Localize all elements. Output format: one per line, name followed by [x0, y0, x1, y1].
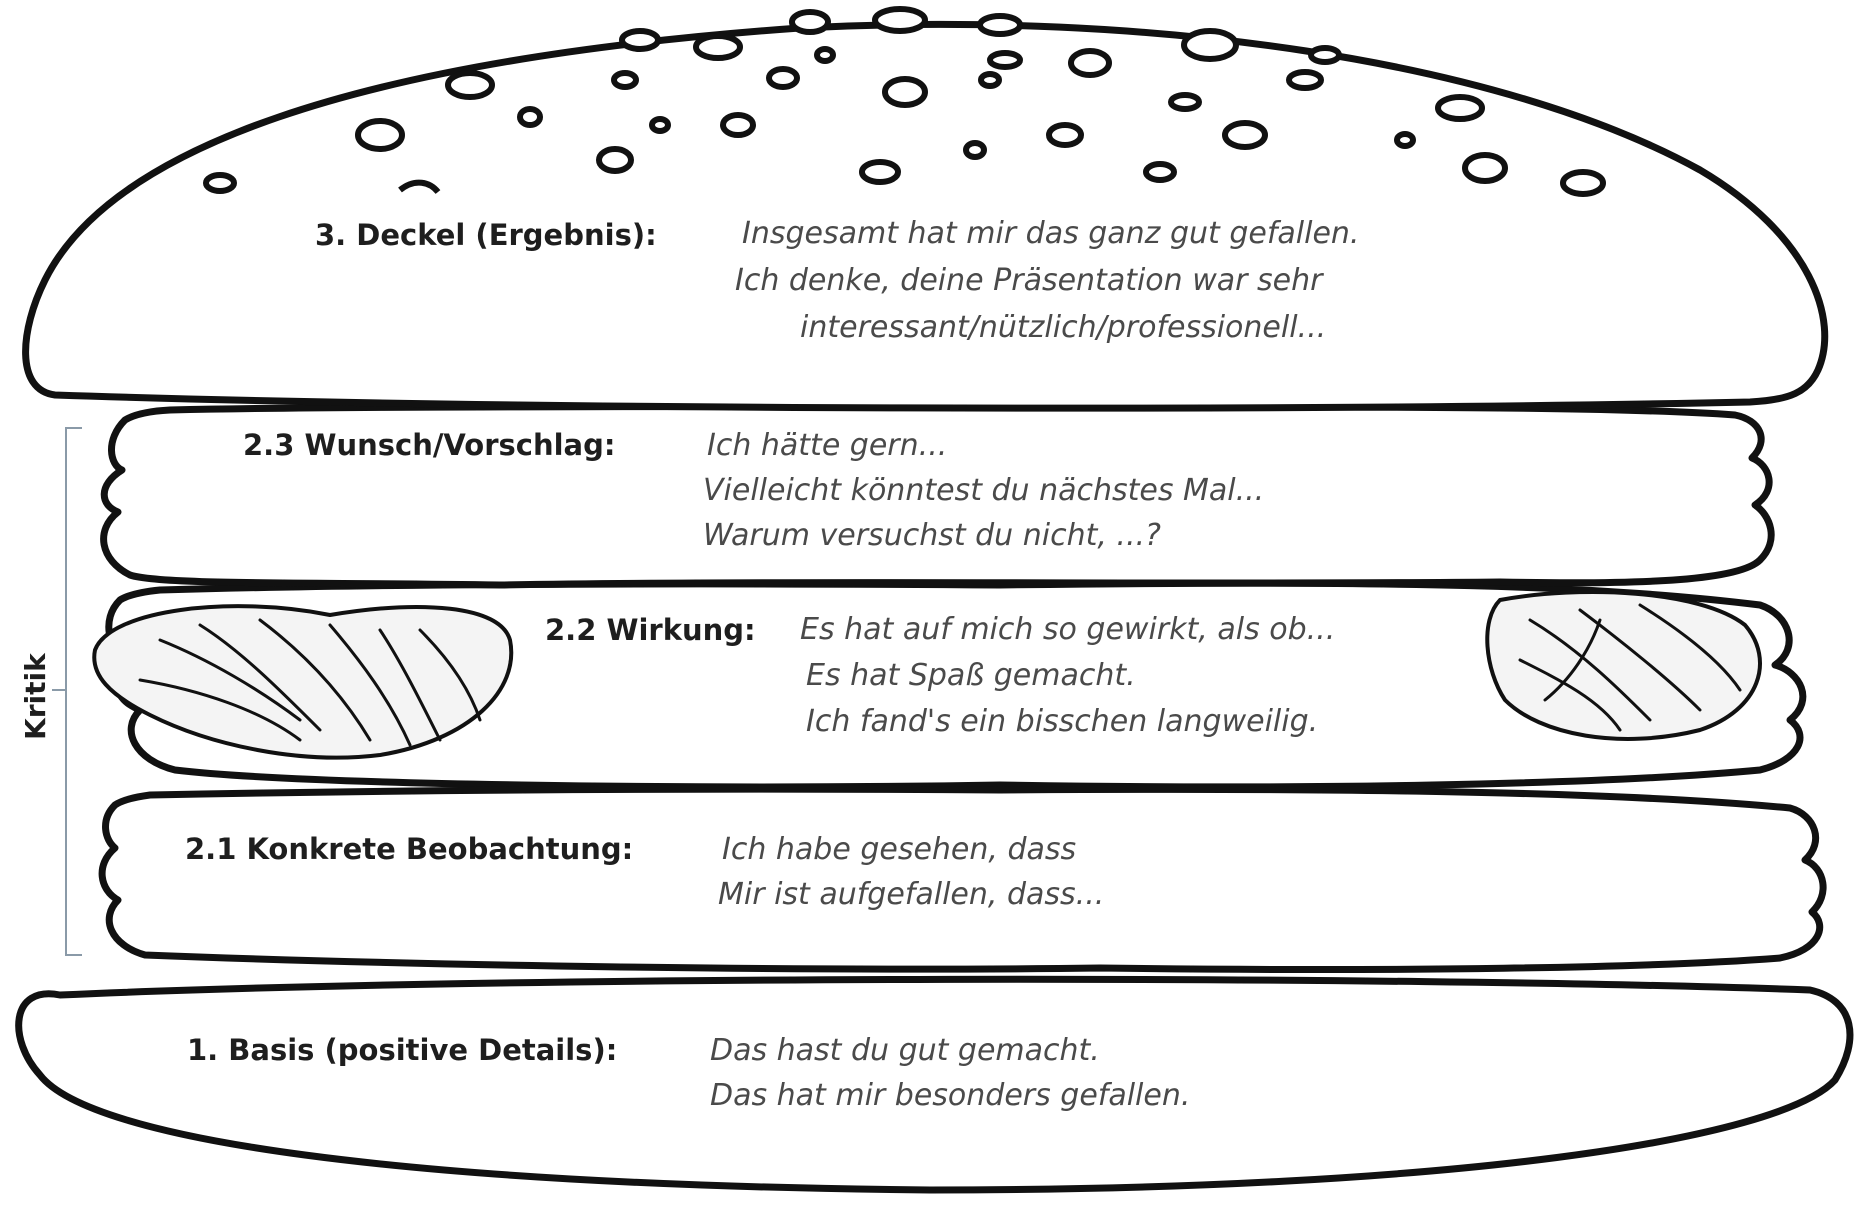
example-text: Es hat Spaß gemacht.: [806, 658, 1136, 693]
example-text: Ich habe gesehen, dass: [722, 832, 1076, 867]
layer-label: 2.1 Konkrete Beobachtung:: [185, 832, 633, 866]
example-text: Ich hätte gern...: [707, 428, 947, 463]
example-text: Insgesamt hat mir das ganz gut gefallen.: [742, 216, 1359, 251]
kritik-label: Kritik: [16, 680, 56, 740]
example-text: interessant/nützlich/professionell...: [800, 310, 1326, 345]
example-text: Warum versuchst du nicht, ...?: [703, 518, 1161, 553]
layer-label: 1. Basis (positive Details):: [187, 1033, 617, 1067]
example-text: Das hat mir besonders gefallen.: [710, 1078, 1190, 1113]
layer-label: 3. Deckel (Ergebnis):: [315, 218, 657, 252]
example-text: Das hast du gut gemacht.: [710, 1033, 1100, 1068]
example-text: Mir ist aufgefallen, dass...: [718, 877, 1104, 912]
kritik-bracket: [52, 428, 82, 955]
layer-label: 2.3 Wunsch/Vorschlag:: [243, 428, 615, 462]
example-text: Ich fand's ein bisschen langweilig.: [806, 704, 1318, 739]
example-text: Ich denke, deine Präsentation war sehr: [735, 263, 1322, 298]
example-text: Vielleicht könntest du nächstes Mal...: [703, 473, 1264, 508]
layer-label: 2.2 Wirkung:: [545, 613, 756, 647]
example-text: Es hat auf mich so gewirkt, als ob...: [800, 612, 1335, 647]
